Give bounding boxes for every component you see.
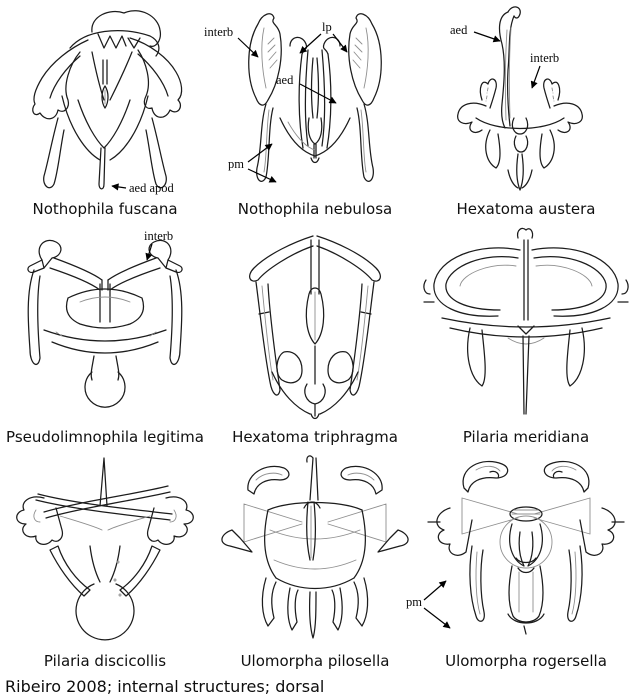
annotations: aed interb xyxy=(450,23,559,89)
hexatoma-austera-drawing: aed interb xyxy=(450,6,583,191)
label-aed: aed xyxy=(450,23,468,37)
panel-pseudolimnophila-legitima: interb Pseudolimnophila legitima xyxy=(0,222,210,450)
label-aed: aed xyxy=(276,73,294,87)
annotation-pm: pm xyxy=(406,580,451,629)
pilaria-discicollis-drawing xyxy=(16,457,194,641)
panel-caption: Pilaria discicollis xyxy=(43,652,167,670)
label-pm: pm xyxy=(228,157,244,171)
drawing-strokes xyxy=(427,460,625,635)
panel-caption: Pseudolimnophila legitima xyxy=(6,428,204,446)
pilaria-meridiana-drawing xyxy=(423,227,629,415)
ulomorpha-rogersella-drawing: pm xyxy=(406,460,625,635)
panel-pilaria-discicollis: Pilaria discicollis xyxy=(0,450,210,674)
annotation-aed-apod: aed apod xyxy=(111,181,175,195)
pseudolimnophila-legitima-drawing: interb xyxy=(27,229,183,408)
panel-nothophila-fuscana: aed apod Nothophila fuscana xyxy=(0,0,210,222)
panel-nothophila-nebulosa: interb lp aed pm Nothophila nebulosa xyxy=(204,0,420,222)
figure-source-caption: Ribeiro 2008; internal structures; dorsa… xyxy=(5,677,325,696)
drawing-strokes xyxy=(249,235,381,420)
annotations: interb lp aed pm xyxy=(204,20,348,183)
label-aed-apod: aed apod xyxy=(129,181,175,195)
panel-caption: Nothophila fuscana xyxy=(32,200,178,218)
nothophila-fuscana-drawing: aed apod xyxy=(32,10,183,195)
label-interb: interb xyxy=(530,51,559,65)
ulomorpha-pilosella-drawing xyxy=(221,455,409,639)
nothophila-nebulosa-drawing: interb lp aed pm xyxy=(204,13,382,183)
panel-ulomorpha-rogersella: pm Ulomorpha rogersella xyxy=(406,450,632,674)
drawing-strokes xyxy=(32,10,183,190)
panel-grid: aed apod Nothophila fuscana xyxy=(0,0,632,674)
drawing-strokes xyxy=(16,457,194,641)
hexatoma-triphragma-drawing xyxy=(249,235,381,420)
drawing-strokes xyxy=(423,227,629,415)
drawing-strokes xyxy=(27,239,183,408)
label-pm: pm xyxy=(406,595,422,609)
annotation-interb: interb xyxy=(144,229,173,261)
panel-hexatoma-triphragma: Hexatoma triphragma xyxy=(210,222,420,450)
panel-caption: Nothophila nebulosa xyxy=(237,200,393,218)
panel-hexatoma-austera: aed interb Hexatoma austera xyxy=(420,0,632,222)
panel-caption: Ulomorpha rogersella xyxy=(445,652,607,670)
label-interb: interb xyxy=(144,229,173,243)
panel-caption: Pilaria meridiana xyxy=(462,428,590,446)
panel-pilaria-meridiana: Pilaria meridiana xyxy=(420,222,632,450)
panel-caption: Hexatoma triphragma xyxy=(232,428,398,446)
panel-ulomorpha-pilosella: Ulomorpha pilosella xyxy=(210,450,420,674)
panel-caption: Hexatoma austera xyxy=(456,200,596,218)
label-lp: lp xyxy=(322,20,332,34)
panel-caption: Ulomorpha pilosella xyxy=(240,652,390,670)
label-interb: interb xyxy=(204,25,233,39)
drawing-strokes xyxy=(221,455,409,639)
drawing-strokes xyxy=(457,6,583,191)
